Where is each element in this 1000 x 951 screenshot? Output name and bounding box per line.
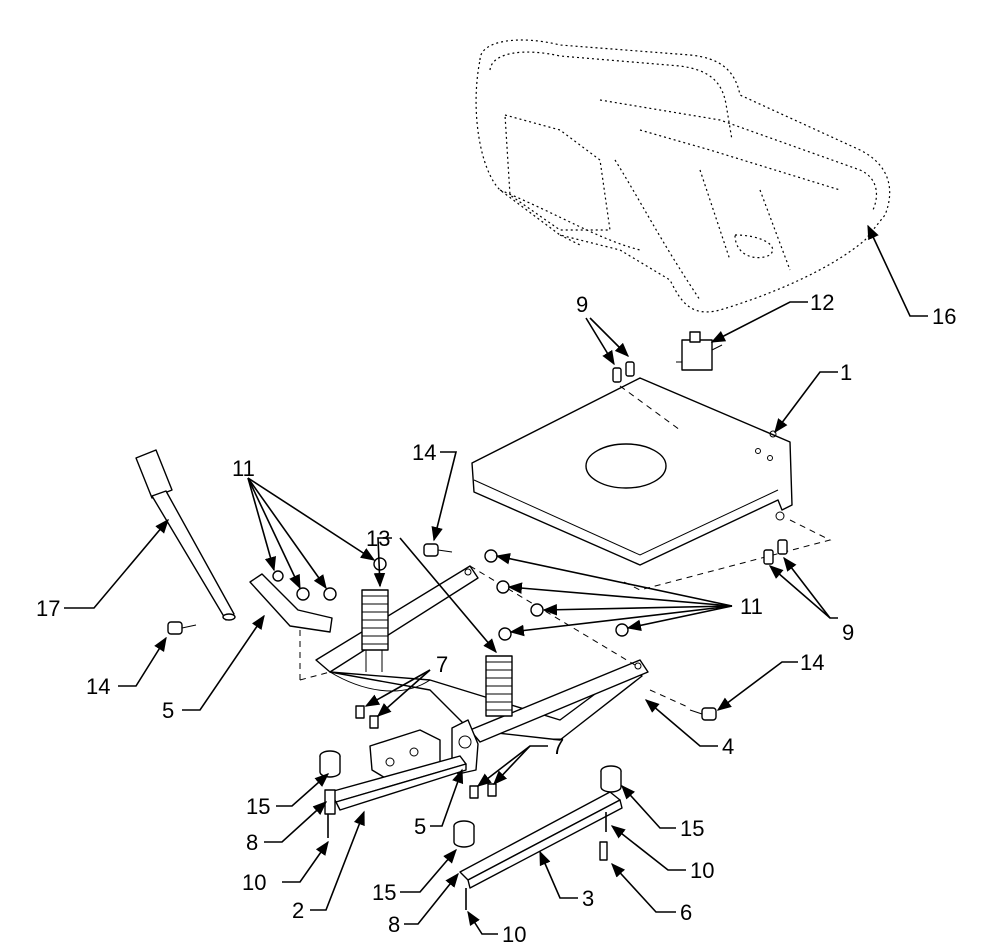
screws-right	[469, 783, 497, 799]
callout-4: 4	[722, 734, 734, 759]
shoulder-bolt-right	[689, 707, 717, 721]
callout-labels: 1 16 12 9 9 11 11 13 14 14 14 17 5 5 4 7…	[36, 290, 956, 947]
callout-10-left: 10	[242, 870, 266, 895]
stud-bolts-top	[612, 361, 635, 383]
callout-13: 13	[366, 526, 390, 551]
callout-6: 6	[680, 900, 692, 925]
slide-rail-right	[459, 791, 623, 889]
callout-15-front: 15	[372, 880, 396, 905]
stud-bolts-bottom	[763, 539, 788, 565]
callout-7-top: 7	[436, 652, 448, 677]
slide-rail-left	[324, 755, 467, 815]
callout-16: 16	[932, 304, 956, 329]
callout-8-front: 8	[388, 912, 400, 937]
callout-8-left: 8	[246, 830, 258, 855]
callout-14-right: 14	[800, 650, 824, 675]
callout-14-left: 14	[86, 674, 110, 699]
rubber-bumper-front	[453, 820, 475, 848]
callout-15-right: 15	[680, 816, 704, 841]
callout-5-center: 5	[414, 814, 426, 839]
spring-right	[485, 655, 513, 717]
flange-nuts-right	[484, 549, 629, 641]
rubber-bumper-right	[600, 765, 622, 793]
callout-7-right: 7	[552, 734, 564, 759]
callout-11-left: 11	[232, 456, 255, 481]
callout-11-right: 11	[740, 594, 763, 619]
seat-switch	[676, 331, 723, 371]
callout-9-top: 9	[576, 292, 588, 317]
callout-10-bottom: 10	[502, 922, 526, 947]
screws-center	[355, 705, 379, 729]
shoulder-bolt-top	[423, 543, 453, 557]
callout-1: 1	[840, 360, 852, 385]
callout-2: 2	[292, 898, 304, 923]
callout-14-top: 14	[412, 440, 436, 465]
leader-lines	[64, 224, 928, 935]
rubber-bumper-left	[319, 750, 341, 778]
callout-17: 17	[36, 596, 60, 621]
seat-cushion	[475, 39, 891, 313]
rail-pins	[327, 812, 608, 910]
callout-10-right: 10	[690, 858, 714, 883]
callout-12: 12	[810, 290, 834, 315]
spring-left	[361, 589, 389, 672]
seat-pan	[471, 377, 832, 591]
adjust-lever	[135, 449, 236, 621]
shoulder-bolt-left	[167, 621, 197, 635]
callout-15-left: 15	[246, 794, 270, 819]
callout-5-left: 5	[162, 698, 174, 723]
pivot-bracket-left	[249, 573, 333, 633]
callout-3: 3	[582, 886, 594, 911]
callout-9-bottom: 9	[842, 620, 854, 645]
